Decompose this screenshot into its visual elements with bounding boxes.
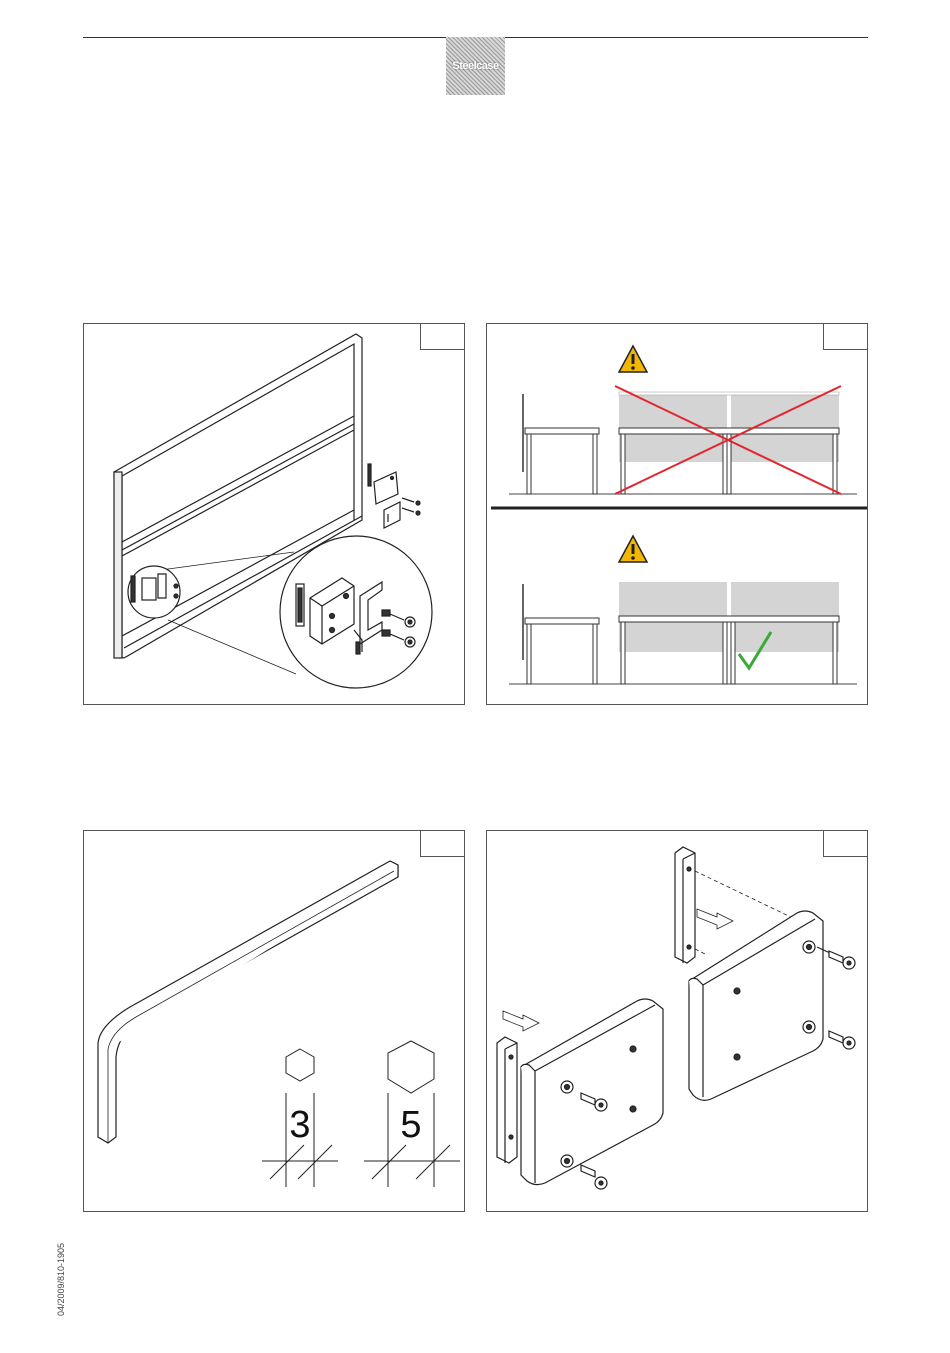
hex-size-3-icon: 3 bbox=[262, 1049, 338, 1187]
warning-icon bbox=[619, 536, 647, 562]
screen-bracket-illustration bbox=[84, 324, 465, 705]
figure-panel-2 bbox=[486, 323, 868, 705]
hex-size-3-label: 3 bbox=[289, 1104, 310, 1146]
logo-text: Steelcase bbox=[452, 60, 498, 72]
figure-panel-1 bbox=[83, 323, 465, 705]
correct-configuration bbox=[509, 536, 857, 684]
clamp-plate-illustration bbox=[487, 831, 868, 1212]
hex-size-5-label: 5 bbox=[400, 1104, 421, 1146]
hex-size-5-icon: 5 bbox=[364, 1041, 460, 1187]
figure-panel-4 bbox=[486, 830, 868, 1212]
document-code: 04/2009/810-1905 bbox=[56, 1243, 66, 1316]
hex-key-illustration: 3 5 bbox=[84, 831, 465, 1212]
incorrect-configuration bbox=[509, 346, 857, 494]
desk-screen-position-illustration bbox=[487, 324, 868, 705]
figure-panel-3: 3 5 bbox=[83, 830, 465, 1212]
warning-icon bbox=[619, 346, 647, 372]
steelcase-logo: Steelcase bbox=[446, 37, 505, 95]
